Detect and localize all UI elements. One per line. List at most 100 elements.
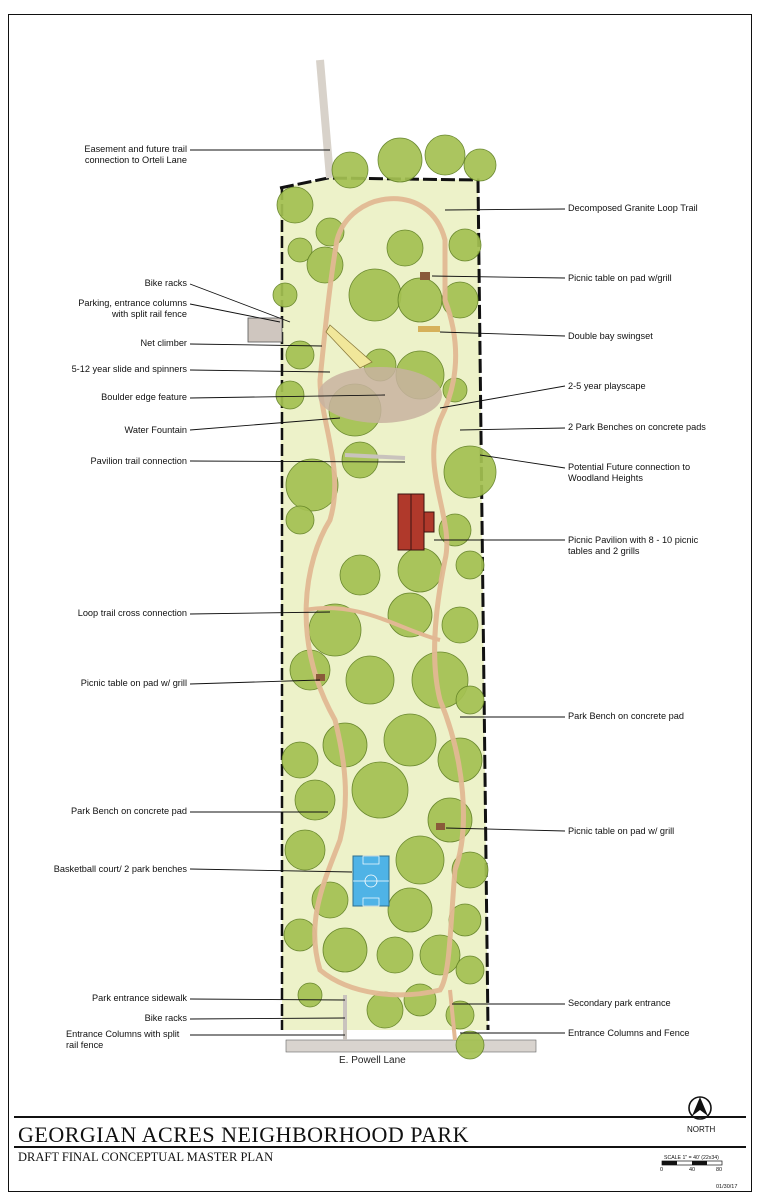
label-park-bench-west: Park Bench on concrete pad: [71, 806, 187, 816]
north-label: NORTH: [687, 1125, 716, 1134]
tree-canopy: [441, 606, 479, 644]
north-arrow: [688, 1096, 712, 1120]
label-park-bench-east: Park Bench on concrete pad: [568, 711, 684, 721]
picnic-pavilion: [397, 493, 435, 551]
leader-line: [459, 427, 566, 431]
tree-canopy: [284, 829, 326, 871]
leader-line: [189, 343, 323, 347]
label-entrance-columns-west: Entrance Columns with split rail fence: [66, 1029, 180, 1050]
tree-canopy: [424, 134, 466, 176]
basketball-court: [352, 855, 390, 907]
road-label: E. Powell Lane: [339, 1055, 406, 1066]
leader-line: [431, 275, 566, 279]
cross-trail: [304, 606, 441, 642]
leader-line: [445, 827, 566, 832]
label-entrance-columns-east: Entrance Columns and Fence: [568, 1028, 690, 1038]
label-granite-trail: Decomposed Granite Loop Trail: [568, 203, 698, 213]
label-bike-racks-south: Bike racks: [144, 1013, 187, 1023]
tree-canopy: [285, 505, 315, 535]
tree-canopy: [376, 936, 414, 974]
leader-line: [189, 611, 331, 615]
pavilion-trail: [344, 453, 406, 460]
tree-canopy: [395, 835, 445, 885]
tree-canopy: [285, 458, 339, 512]
tree-canopy: [275, 380, 305, 410]
label-picnic-table-west: Picnic table on pad w/ grill: [80, 678, 187, 688]
tree-canopy: [341, 441, 379, 479]
tree-canopy: [306, 246, 344, 284]
leader-line: [189, 394, 386, 399]
leader-line: [189, 868, 353, 873]
tree-canopy: [455, 1030, 485, 1060]
tree-canopy: [451, 851, 489, 889]
label-picnic-pavilion: Picnic Pavilion with 8 - 10 picnic table…: [568, 535, 699, 556]
scale-label: SCALE 1" = 40' (22x34): [664, 1155, 719, 1161]
tree-canopy: [383, 713, 437, 767]
leader-line: [189, 1017, 346, 1020]
label-slide-spinners: 5-12 year slide and spinners: [71, 364, 187, 374]
title-rule-mid: [14, 1146, 746, 1148]
tree-canopy: [411, 651, 469, 709]
tree-canopy: [345, 655, 395, 705]
plan-date: 01/30/17: [716, 1184, 738, 1190]
picnic-table-south: [436, 823, 445, 830]
tree-canopy: [331, 151, 369, 189]
leader-line: [439, 331, 566, 337]
label-net-climber: Net climber: [140, 338, 187, 348]
tree-canopy: [455, 550, 485, 580]
tree-canopy: [322, 927, 368, 973]
scale-mark-40: 40: [689, 1167, 696, 1173]
leader-line: [189, 998, 346, 1001]
tree-canopy: [297, 982, 323, 1008]
leader-line: [189, 303, 281, 323]
picnic-table-north: [420, 272, 430, 280]
leader-line: [479, 454, 566, 469]
plan-subtitle: DRAFT FINAL CONCEPTUAL MASTER PLAN: [18, 1150, 274, 1164]
street: [285, 1039, 537, 1053]
tree-canopy: [294, 779, 336, 821]
tree-canopy: [455, 955, 485, 985]
park-boundary: [279, 176, 490, 1031]
tree-canopy: [351, 761, 409, 819]
drawing-frame: [8, 14, 752, 1192]
tree-canopy: [276, 186, 314, 224]
tree-canopy: [386, 229, 424, 267]
loop-trail: [303, 196, 466, 998]
label-parking: Parking, entrance columns with split rai…: [78, 298, 187, 319]
tree-canopy: [348, 268, 402, 322]
scale-mark-80: 80: [716, 1167, 723, 1173]
label-secondary-entrance: Secondary park entrance: [568, 998, 671, 1008]
leader-line: [189, 369, 331, 373]
tree-canopy: [272, 282, 298, 308]
leader-line: [189, 460, 406, 463]
scale-bar: [661, 1160, 723, 1166]
tree-canopy: [455, 685, 485, 715]
tree-canopy: [339, 554, 381, 596]
label-picnic-table-south: Picnic table on pad w/ grill: [568, 826, 675, 836]
tree-canopy: [443, 445, 497, 499]
tree-canopy: [441, 281, 479, 319]
label-playscape: 2-5 year playscape: [568, 381, 646, 391]
tree-canopy: [366, 991, 404, 1029]
leader-line: [189, 417, 341, 431]
label-basketball: Basketball court/ 2 park benches: [53, 864, 187, 874]
secondary-entrance-trail: [448, 989, 457, 1041]
picnic-table-mid: [316, 674, 325, 681]
leader-line: [444, 208, 566, 211]
tree-canopy: [281, 741, 319, 779]
tree-canopy: [287, 237, 313, 263]
parking-area: [247, 317, 283, 343]
label-park-benches: 2 Park Benches on concrete pads: [568, 422, 706, 432]
label-entrance-sidewalk: Park entrance sidewalk: [92, 993, 187, 1003]
leader-line: [439, 385, 566, 409]
tree-canopy: [377, 137, 423, 183]
tree-canopy: [387, 887, 433, 933]
label-picnic-table-north: Picnic table on pad w/grill: [568, 273, 672, 283]
label-water-fountain: Water Fountain: [124, 425, 187, 435]
scale-mark-0: 0: [660, 1167, 664, 1173]
label-boulder-edge: Boulder edge feature: [101, 392, 187, 402]
tree-canopy: [403, 983, 437, 1017]
slide-feature: [325, 324, 373, 369]
swingset: [418, 326, 440, 332]
